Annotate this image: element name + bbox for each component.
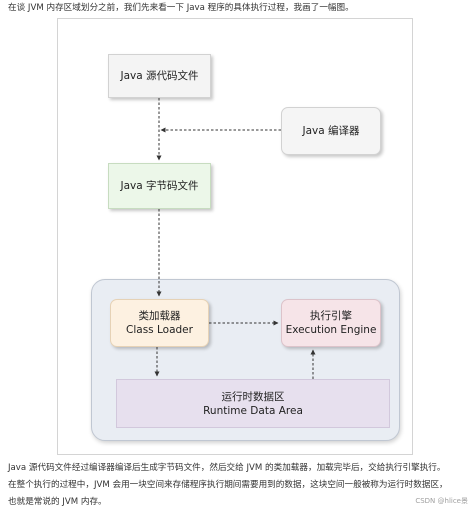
execution-engine-label-cn: 执行引擎	[310, 310, 352, 322]
java-source-file-label: Java 源代码文件	[120, 70, 199, 82]
java-compiler-label: Java 编译器	[302, 125, 360, 137]
class-loader-label-cn: 类加载器	[138, 310, 181, 322]
java-compiler-box: Java 编译器	[281, 107, 381, 155]
java-bytecode-file-box: Java 字节码文件	[108, 163, 211, 209]
intro-text: 在谈 JVM 内存区域划分之前，我们先来看一下 Java 程序的具体执行过程，我…	[8, 3, 354, 13]
execution-engine-label-en: Execution Engine	[285, 324, 377, 336]
csdn-watermark: CSDN @hlice景	[415, 497, 468, 505]
body-line-2: 在整个执行的过程中，JVM 会用一块空间来存储程序执行期间需要用到的数据，这块空…	[8, 480, 448, 490]
runtime-data-area-label-en: Runtime Data Area	[203, 404, 303, 417]
class-loader-box: 类加载器 Class Loader	[110, 299, 209, 347]
body-line-1: Java 源代码文件经过编译器编译后生成字节码文件，然后交给 JVM 的类加载器…	[8, 463, 446, 473]
body-line-3: 也就是常说的 JVM 内存。	[8, 497, 107, 507]
runtime-data-area-box: 运行时数据区 Runtime Data Area	[116, 379, 390, 428]
java-bytecode-file-label: Java 字节码文件	[120, 180, 199, 192]
class-loader-label-en: Class Loader	[126, 324, 193, 336]
execution-engine-box: 执行引擎 Execution Engine	[281, 299, 381, 347]
java-source-file-box: Java 源代码文件	[108, 54, 211, 98]
runtime-data-area-label-cn: 运行时数据区	[221, 390, 285, 403]
